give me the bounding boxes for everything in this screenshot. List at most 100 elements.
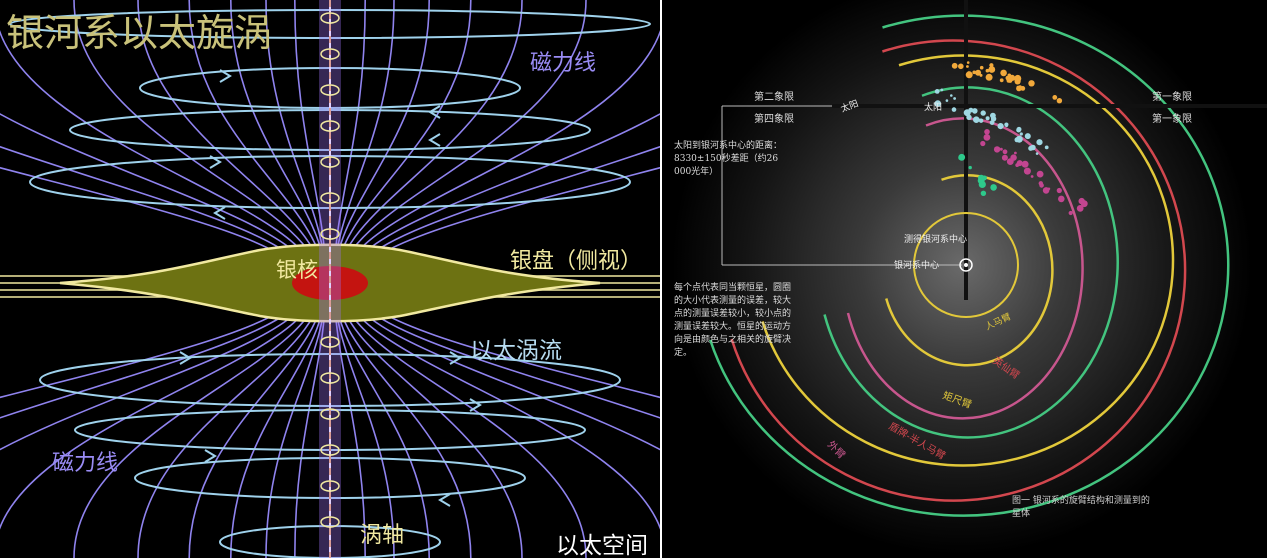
axis-mark: [320, 408, 340, 420]
measured-stars: [934, 61, 1088, 216]
star-point: [988, 66, 996, 73]
star-point: [980, 140, 986, 147]
coordinate-axes: [832, 0, 1267, 300]
star-point: [993, 146, 1001, 153]
axis-mark: [320, 372, 340, 384]
star-point: [975, 69, 982, 76]
star-point: [958, 153, 966, 161]
star-point: [1024, 133, 1031, 140]
star-point: [1032, 147, 1035, 151]
spiral-map-drawing: 第二象限 第四象限 第一象限 第一象限 太阳 太阳 太阳到银河系中心的距离：83…: [662, 0, 1267, 558]
quadrant-2-label: 第二象限: [754, 90, 794, 103]
ring-arrow: [469, 398, 482, 412]
spiral-arm: [885, 174, 1054, 367]
star-point: [980, 110, 986, 116]
star-point: [978, 118, 984, 123]
star-point: [985, 68, 990, 73]
star-point: [978, 180, 986, 188]
star-point: [1028, 80, 1035, 87]
star-point: [934, 100, 942, 107]
center-label: 银河系中心: [894, 259, 939, 271]
sun-label: 太阳: [924, 101, 942, 113]
figure-caption: 图一 银河系的旋臂结构和测量到的星体: [1012, 496, 1150, 519]
star-point: [983, 134, 991, 141]
star-point: [989, 63, 994, 68]
star-point: [966, 114, 972, 121]
axis-ring-marks: [320, 12, 340, 528]
axis-mark: [320, 336, 340, 348]
axis-mark: [320, 444, 340, 456]
star-point: [1016, 85, 1020, 89]
star-point: [1016, 160, 1023, 167]
star-point: [1014, 74, 1022, 83]
axis-mark: [320, 12, 340, 24]
star-point: [1056, 98, 1063, 104]
star-point: [1042, 187, 1050, 194]
star-point: [951, 107, 957, 112]
star-point: [979, 65, 984, 70]
spiral-arm: [846, 117, 1084, 420]
stars-note-text: 每个点代表同当颗恒星，圆圈的大小代表测量的误差，较大点的测量误差较小，较小点的测…: [674, 283, 792, 358]
star-point: [978, 174, 985, 182]
star-point: [999, 147, 1003, 151]
star-point: [972, 108, 978, 114]
axis-mark: [320, 48, 340, 60]
star-point: [1021, 160, 1029, 168]
disk-label: 银盘（侧视）: [510, 249, 642, 274]
stars-note: 每个点代表同当颗恒星，圆圈的大小代表测量的误差，较大点的测量误差较小，较小点的测…: [674, 283, 792, 358]
star-point: [968, 165, 972, 170]
spiral-arms: [709, 14, 1230, 517]
star-point: [1015, 135, 1023, 143]
star-point: [940, 88, 944, 92]
star-point: [997, 123, 1004, 130]
star-point: [1000, 69, 1007, 77]
distance-note-text: 太阳到银河系中心的距离：8330±150秒差距（约26 000光年）: [674, 141, 783, 177]
star-point: [973, 116, 980, 123]
ring-arrow: [204, 449, 217, 463]
vortex-axis-label: 涡轴: [360, 523, 404, 548]
ring-arrow: [213, 206, 226, 220]
star-point: [1002, 149, 1008, 155]
field-lines-label-bottom: 磁力线: [52, 451, 118, 476]
ring-arrow: [428, 105, 441, 119]
center-measured-label: 测得银河系中心: [904, 233, 967, 245]
spiral-arm-map: 第二象限 第四象限 第一象限 第一象限 太阳 太阳 太阳到银河系中心的距离：83…: [662, 0, 1267, 558]
star-point: [1038, 181, 1043, 186]
star-point: [1056, 187, 1062, 194]
vortex-drawing: 银河系以太旋涡 磁力线 银盘（侧视） 银核 以太涡流 磁力线 涡轴 以太空间: [0, 0, 660, 558]
star-point: [980, 190, 987, 196]
star-point: [1052, 95, 1058, 100]
ring-arrow: [219, 69, 232, 83]
star-point: [950, 94, 953, 97]
star-point: [1035, 152, 1039, 155]
star-point: [1068, 210, 1073, 216]
ether-space-label: 以太空间: [556, 533, 648, 558]
star-point: [990, 184, 997, 191]
star-point: [1036, 139, 1043, 146]
star-point: [1028, 145, 1034, 151]
star-point: [1016, 127, 1021, 133]
ring-arrow: [179, 351, 192, 365]
star-point: [984, 129, 990, 135]
star-point: [1044, 145, 1049, 150]
page-margin: [1267, 0, 1280, 558]
star-point: [1058, 195, 1065, 203]
star-point: [1005, 124, 1008, 127]
axis-mark: [320, 156, 340, 168]
star-point: [999, 78, 1004, 83]
field-lines-label-top: 磁力线: [530, 51, 596, 76]
star-point: [1019, 132, 1023, 136]
figure-caption-text: 图一 银河系的旋臂结构和测量到的星体: [1012, 496, 1150, 519]
ring-arrow: [428, 133, 441, 147]
star-point: [1007, 78, 1013, 83]
spiral-arm: [730, 39, 1187, 502]
axis-mark: [320, 516, 340, 528]
quadrant-4-label: 第一象限: [1152, 112, 1192, 125]
ether-vortex-diagram: 银河系以太旋涡 磁力线 银盘（侧视） 银核 以太涡流 磁力线 涡轴 以太空间: [0, 0, 660, 558]
star-point: [934, 89, 940, 94]
star-point: [985, 73, 993, 81]
star-point: [966, 65, 969, 68]
axis-mark: [320, 480, 340, 492]
star-point: [951, 62, 958, 69]
spiral-arm: [709, 14, 1230, 517]
